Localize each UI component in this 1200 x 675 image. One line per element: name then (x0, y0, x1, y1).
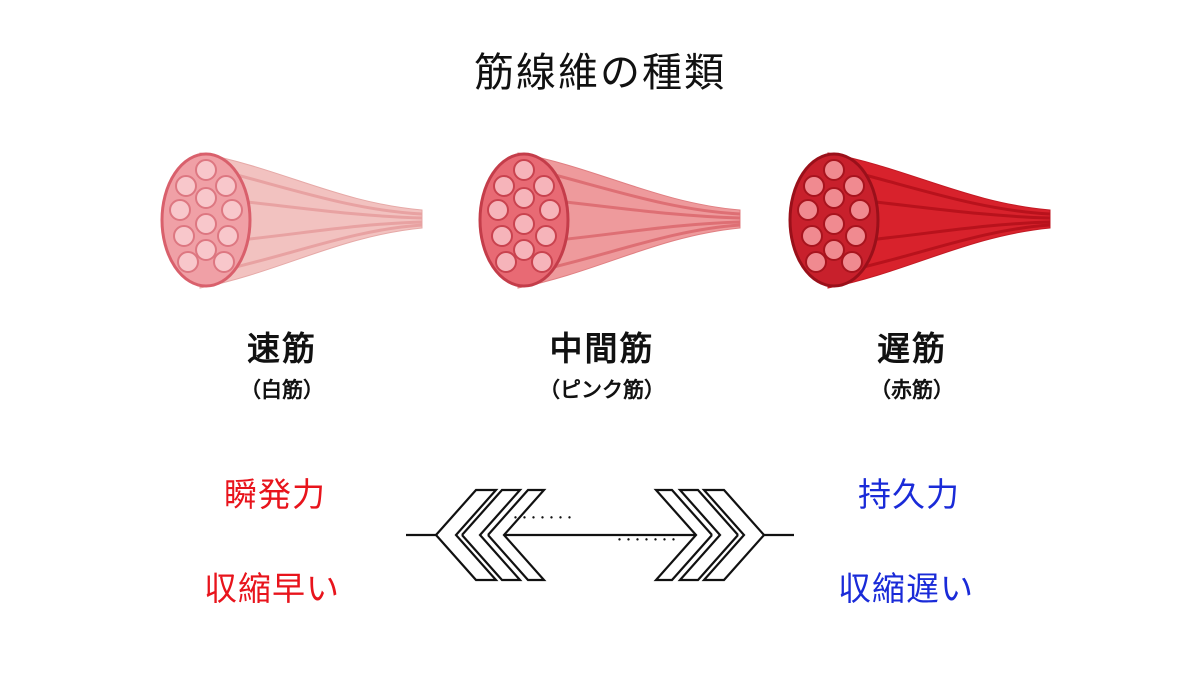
endurance-text: 持久力 (858, 475, 960, 514)
intermediate-muscle-illustration (478, 152, 741, 289)
fiber-name: 速筋 (247, 329, 317, 368)
arrow-dots-top: ･･･････ (512, 511, 575, 527)
fiber-name: 中間筋 (549, 329, 655, 368)
slow-twitch-muscle-illustration (788, 152, 1051, 289)
explosive-power-text: 瞬発力 (224, 475, 326, 514)
intermediate-label: 中間筋 （ピンク筋） (472, 322, 732, 404)
fast-twitch-label: 速筋 （白筋） (152, 322, 412, 404)
diagram-title: 筋線維の種類 (474, 50, 726, 96)
slow-contraction-text: 収縮遅い (838, 569, 974, 608)
fiber-name: 遅筋 (877, 329, 947, 368)
double-arrow-icon (406, 488, 794, 582)
arrow-dots-bottom: ･･･････ (616, 533, 679, 549)
fiber-subname: （白筋） (240, 378, 324, 402)
fast-contraction-text: 収縮早い (204, 569, 340, 608)
slow-twitch-label: 遅筋 （赤筋） (782, 322, 1042, 404)
fiber-subname: （ピンク筋） (539, 378, 665, 402)
fast-twitch-muscle-illustration (160, 152, 423, 289)
fiber-subname: （赤筋） (870, 378, 954, 402)
